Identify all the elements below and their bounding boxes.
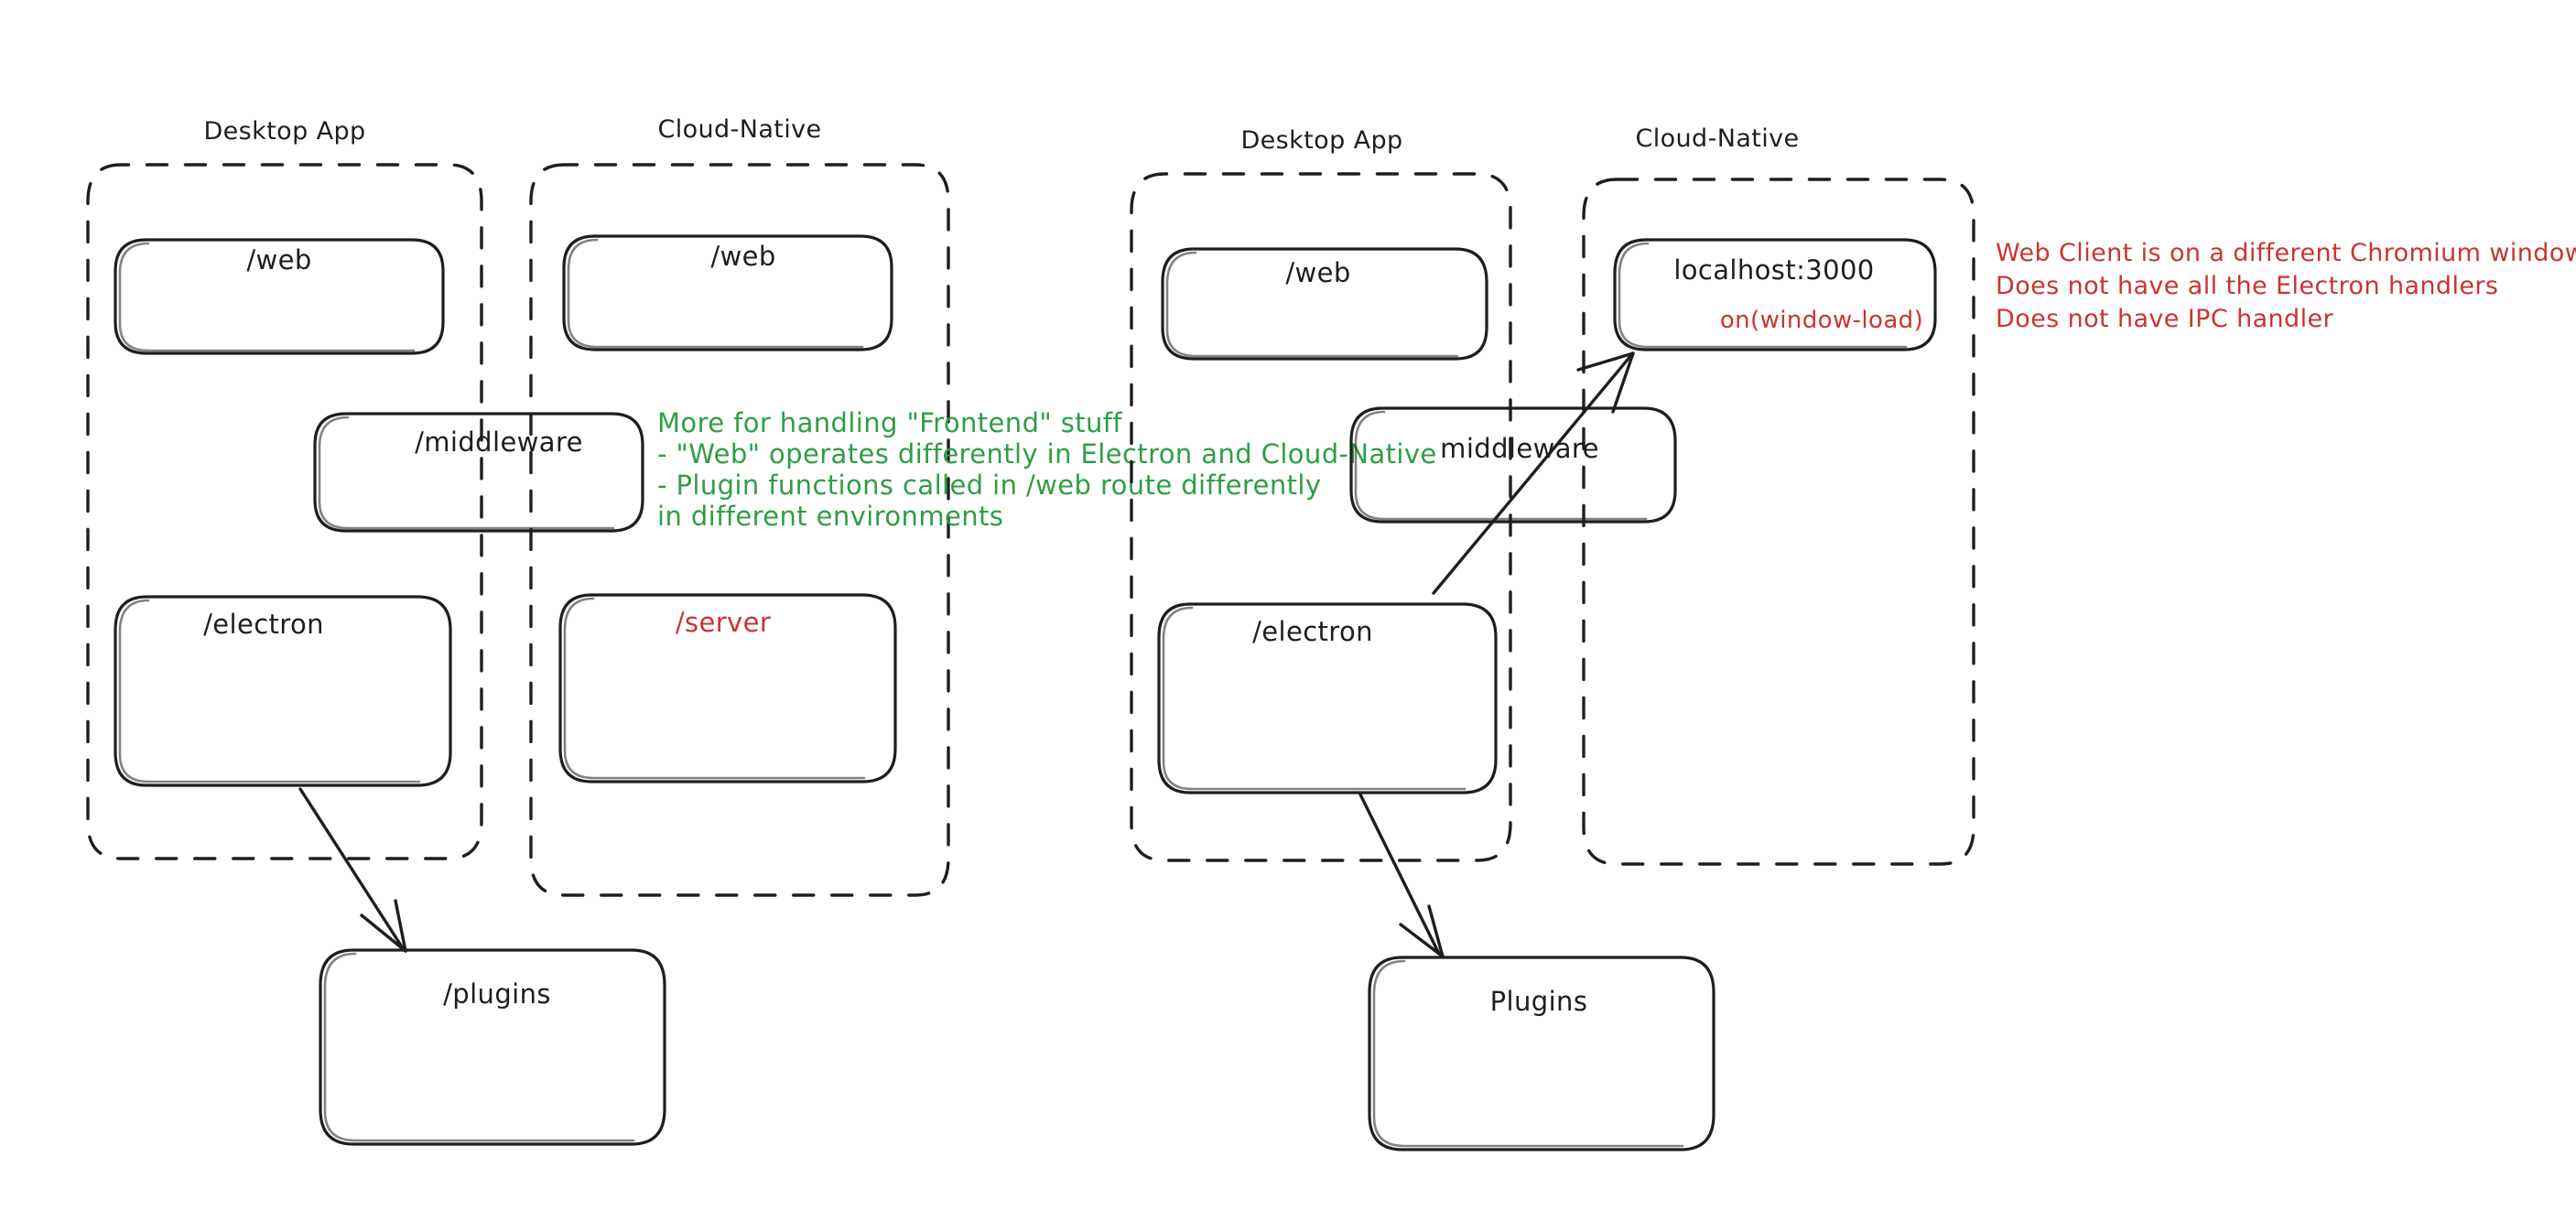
node-left-electron[interactable]	[114, 595, 452, 787]
node-right-plugins[interactable]	[1368, 956, 1716, 1151]
annotation-green-line-4: in different environments	[657, 501, 1003, 532]
annotation-red-line-3: Does not have IPC handler	[1996, 305, 2334, 333]
group-title-left-desktop-app: Desktop App	[203, 117, 365, 146]
node-label-left-desktop-web: /web	[246, 244, 311, 276]
node-left-plugins[interactable]	[319, 948, 666, 1146]
node-right-desktop-web[interactable]	[1161, 247, 1488, 361]
node-left-cloud-web[interactable]	[562, 234, 893, 351]
node-right-middleware[interactable]	[1349, 406, 1677, 524]
node-label-left-server: /server	[676, 607, 771, 638]
node-label-right-desktop-web: /web	[1285, 257, 1350, 288]
arrow-right-electron-to-localhost	[1432, 351, 1635, 595]
group-container-right-cloud-native	[1582, 178, 1975, 866]
arrow-right-electron-to-plugins	[1358, 791, 1445, 958]
annotation-green-note: More for handling "Frontend" stuff - "We…	[657, 407, 1437, 532]
group-container-right-desktop-app	[1130, 172, 1512, 862]
node-label-left-middleware: /middleware	[415, 427, 583, 458]
group-container-left-desktop-app	[86, 163, 483, 860]
node-left-middleware[interactable]	[313, 412, 644, 533]
node-left-desktop-web[interactable]	[114, 238, 445, 355]
node-right-localhost[interactable]	[1613, 238, 1937, 351]
node-label-right-localhost: localhost:3000	[1673, 254, 1874, 286]
annotation-green-line-1: More for handling "Frontend" stuff	[657, 407, 1122, 438]
group-title-right-desktop-app: Desktop App	[1240, 126, 1402, 155]
group-container-left-cloud-native	[529, 163, 950, 897]
annotation-red-note: Web Client is on a different Chromium wi…	[1996, 239, 2576, 333]
annotation-red-line-1: Web Client is on a different Chromium wi…	[1996, 239, 2576, 267]
annotation-green-line-3: - Plugin functions called in /web route …	[657, 470, 1321, 501]
node-label-right-plugins: Plugins	[1490, 986, 1588, 1017]
node-label-left-plugins: /plugins	[443, 978, 551, 1010]
node-label-left-cloud-web: /web	[710, 241, 775, 272]
node-sublabel-right-localhost: on(window-load)	[1720, 307, 1923, 334]
group-title-left-cloud-native: Cloud-Native	[657, 115, 821, 144]
node-right-electron[interactable]	[1157, 602, 1498, 794]
annotation-red-line-2: Does not have all the Electron handlers	[1996, 272, 2498, 300]
annotation-green-line-2: - "Web" operates differently in Electron…	[657, 438, 1437, 470]
node-label-left-electron: /electron	[203, 609, 324, 640]
node-label-right-electron: /electron	[1252, 616, 1373, 647]
node-left-server[interactable]	[558, 593, 897, 784]
group-title-right-cloud-native: Cloud-Native	[1635, 124, 1799, 153]
arrow-left-electron-to-plugins	[298, 787, 407, 953]
node-label-right-middleware: middleware	[1440, 433, 1599, 464]
